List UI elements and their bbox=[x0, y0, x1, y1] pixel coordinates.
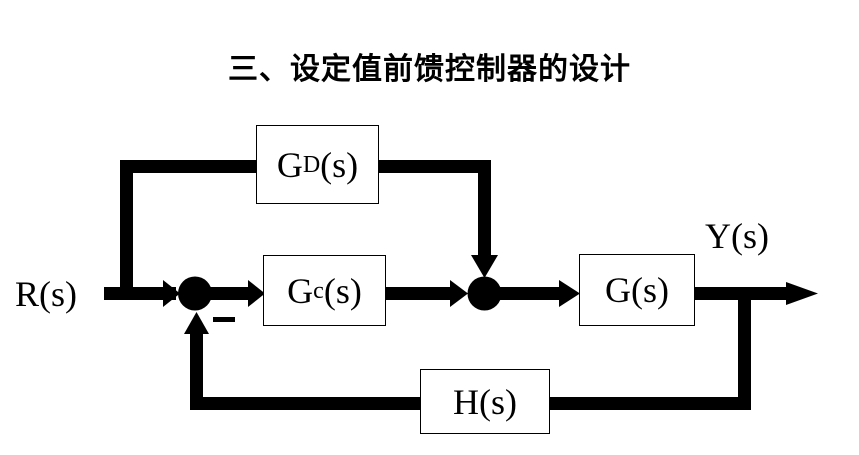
output-arrowhead bbox=[786, 282, 818, 305]
feedback-bottom-right bbox=[548, 397, 751, 410]
minus-sign bbox=[213, 317, 235, 322]
feedback-right-vertical bbox=[738, 287, 751, 410]
feedback-left-vertical bbox=[190, 330, 203, 410]
feedforward-left-vertical bbox=[120, 160, 133, 295]
controller-block-main: G bbox=[287, 270, 314, 311]
feedback-block: H(s) bbox=[420, 369, 550, 434]
plant-input-line bbox=[495, 287, 567, 300]
feedforward-block-arg: (s) bbox=[320, 144, 359, 185]
controller-output-line bbox=[385, 287, 457, 300]
plant-block: G(s) bbox=[579, 254, 695, 326]
error-arrowhead bbox=[248, 280, 265, 307]
controller-block-arg: (s) bbox=[323, 270, 362, 311]
summing-junction-1 bbox=[178, 276, 212, 311]
input-arrowhead bbox=[163, 280, 180, 307]
plant-input-arrowhead bbox=[559, 280, 580, 307]
feedforward-block-main: G bbox=[276, 144, 303, 185]
feedback-arrowhead bbox=[184, 312, 209, 334]
feedback-block-label: H(s) bbox=[453, 381, 517, 422]
feedback-bottom-left bbox=[190, 397, 422, 410]
page-title: 三、设定值前馈控制器的设计 bbox=[228, 52, 631, 87]
summing-junction-2 bbox=[467, 276, 502, 311]
feedforward-right-vertical bbox=[478, 160, 491, 260]
feedforward-arrowhead bbox=[471, 255, 498, 278]
plant-block-label: G(s) bbox=[605, 270, 669, 310]
output-label: Y(s) bbox=[705, 216, 769, 256]
controller-output-arrowhead bbox=[450, 280, 468, 307]
input-label: R(s) bbox=[15, 274, 77, 314]
error-line bbox=[205, 287, 257, 300]
feedforward-top-right bbox=[377, 160, 490, 173]
feedforward-top-left bbox=[120, 160, 257, 173]
